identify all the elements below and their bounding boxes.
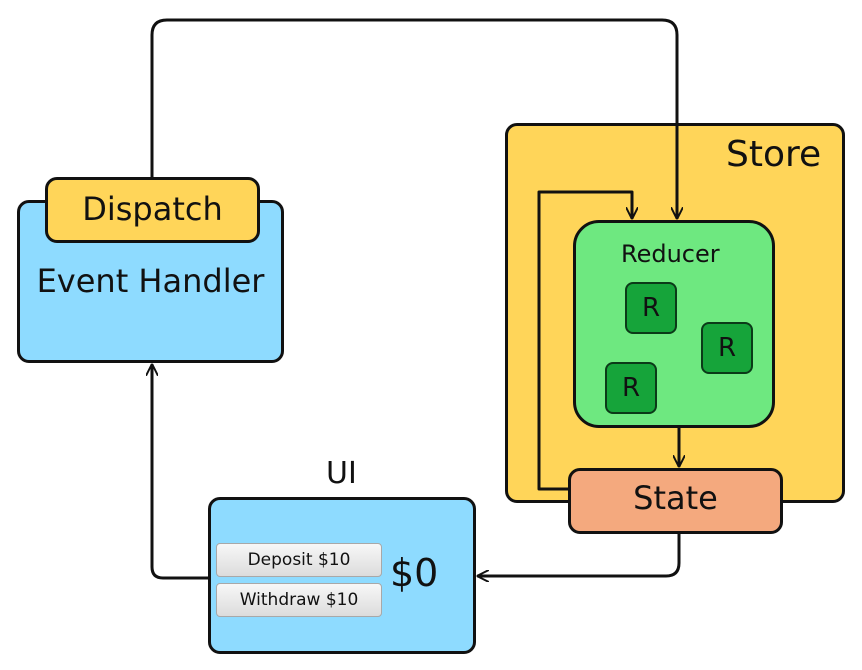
balance-value: $0 (390, 551, 439, 595)
reducer-item: R (605, 362, 657, 414)
reducer-item: R (625, 282, 677, 334)
reducer-label: Reducer (621, 240, 720, 268)
deposit-button[interactable]: Deposit $10 (216, 543, 382, 577)
state-to-ui-arrow (476, 532, 681, 576)
state-label: State (633, 479, 718, 517)
reducer-item: R (701, 322, 753, 374)
dispatch-label: Dispatch (82, 190, 223, 228)
store-label: Store (726, 134, 822, 175)
event-handler-label: Event Handler (36, 262, 265, 300)
ui-label: UI (326, 456, 357, 491)
ui-to-handler-arrow (152, 363, 210, 580)
withdraw-button[interactable]: Withdraw $10 (216, 583, 382, 617)
